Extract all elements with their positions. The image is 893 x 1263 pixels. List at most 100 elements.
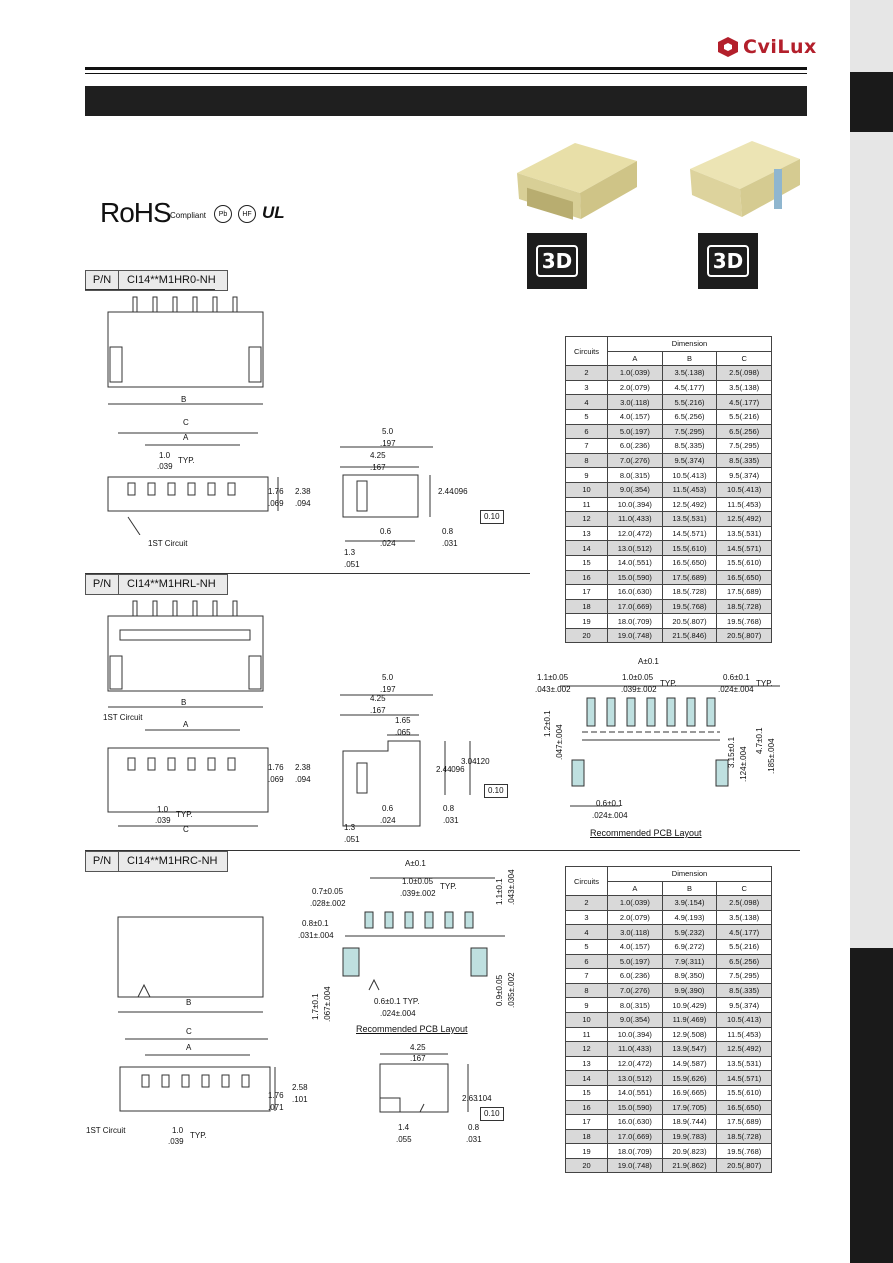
dimension-cell: 17.5(.689) (716, 1114, 772, 1130)
pcb2-d1-in-label: .028±.002 (310, 899, 346, 908)
s3-in-label-2: .051 (344, 835, 360, 844)
circuits-cell: 3 (565, 909, 608, 926)
dimension-cell: 15.5(.610) (716, 554, 772, 571)
pitch-in-label-3: .039 (168, 1137, 184, 1146)
dimension-cell: 3.5(.138) (716, 909, 772, 926)
dimension-cell: 17.0(.669) (607, 1128, 663, 1145)
pcb1-d2-label: 1.0±0.05 (622, 673, 654, 682)
circuits-cell: 6 (565, 423, 608, 440)
side-h-in-label-2: .096 (449, 765, 465, 774)
h2-in-label-2: .094 (295, 775, 311, 784)
h2-in-label-3: .101 (292, 1095, 308, 1104)
dimension-cell: 16.0(.630) (607, 584, 663, 600)
front-view-drawing-1 (107, 432, 279, 535)
dimension-cell: 18.0(.709) (607, 1143, 663, 1159)
dimension-cell: 17.5(.689) (661, 569, 718, 586)
dimension-cell: 11.0(.433) (607, 1041, 663, 1057)
dimension-cell: 9.0(.354) (607, 481, 663, 498)
pcb1-d2-in-label: .039±.002 (621, 685, 657, 694)
side-total-in-label-2: .197 (380, 685, 396, 694)
side-total-label-1: 5.0 (382, 427, 394, 436)
dimension-cell: 8.5(.335) (661, 438, 718, 454)
h2-in-label-1: .094 (295, 499, 311, 508)
side-total-in-label-1: .197 (380, 439, 396, 448)
top-view-drawing-2 (107, 600, 264, 708)
section-tab-top[interactable] (850, 72, 893, 132)
pitch-typ-label-3: TYP. (190, 1131, 207, 1140)
dimension-cell: 8.5(.335) (716, 452, 772, 469)
col-c-header: C (716, 350, 772, 367)
dimension-cell: 12.0(.472) (607, 1055, 663, 1072)
circuits-cell: 12 (565, 511, 608, 527)
dimension-cell: 2.5(.098) (716, 895, 772, 911)
3d-model-icon-1[interactable]: 3D (527, 233, 587, 289)
h1-label-1: 1.76 (268, 487, 284, 496)
circuits-cell: 14 (565, 1070, 608, 1086)
dim-a-label-2: A (183, 720, 189, 729)
dimension-cell: 8.0(.315) (607, 467, 663, 483)
side-body-in-label-2: .167 (370, 706, 386, 715)
circuits-cell: 5 (565, 938, 608, 955)
section-divider-1 (85, 573, 530, 574)
dimension-cell: 20.5(.807) (661, 613, 718, 629)
dimension-cell: 15.0(.590) (607, 569, 663, 586)
side-view-drawing-1 (340, 446, 433, 542)
side-h-in-label-3: .104 (476, 1094, 492, 1103)
dimension-cell: 6.0(.236) (607, 968, 663, 984)
pcb2-a-label: A±0.1 (405, 859, 426, 868)
dimension-cell: 3.5(.138) (716, 379, 772, 396)
dimension-header: Dimension (607, 866, 772, 882)
dimension-cell: 9.5(.374) (716, 997, 772, 1013)
pcb1-v2-in-label: .124±.004 (739, 746, 748, 782)
header-rule-top (85, 67, 807, 70)
3d-model-icon-2[interactable]: 3D (698, 233, 758, 289)
s1-label-3: 1.4 (398, 1123, 410, 1132)
pcb1-typ-label: TYP. (660, 679, 677, 688)
circuits-cell: 12 (565, 1041, 608, 1057)
dimension-cell: 4.0(.157) (607, 408, 663, 425)
dimension-cell: 5.0(.197) (607, 953, 663, 970)
dimension-cell: 14.9(.587) (661, 1055, 718, 1072)
section-tab-bottom[interactable] (850, 948, 893, 1263)
pb-free-icon: Pb (214, 205, 232, 223)
side-h-label-2: 2.44 (436, 765, 452, 774)
front-view-drawing-2 (107, 729, 269, 827)
dimension-cell: 6.5(.256) (661, 408, 718, 425)
pcb2-v3-label: 0.9±0.05 (495, 974, 504, 1006)
dimension-cell: 19.0(.748) (607, 1157, 663, 1174)
col-b-header: B (661, 880, 718, 897)
dimension-cell: 9.5(.374) (716, 467, 772, 483)
dimension-cell: 12.5(.492) (716, 1041, 772, 1057)
s2-label-3: 0.8 (468, 1123, 480, 1132)
circuits-cell: 18 (565, 1128, 608, 1145)
pcb2-v2-in-label: .067±.004 (323, 986, 332, 1022)
pcb1-d4-label: 0.6±0.1 (596, 799, 623, 808)
pcb1-d3-in-label: .024±.004 (718, 685, 754, 694)
dimension-cell: 12.9(.508) (661, 1026, 718, 1043)
h2-label-1: 2.38 (295, 487, 311, 496)
pcb1-v3-label: 4.7±0.1 (755, 727, 764, 754)
circuits-cell: 15 (565, 1084, 608, 1101)
circuits-cell: 16 (565, 569, 608, 586)
pcb1-d1-in-label: .043±.002 (535, 685, 571, 694)
pn-value: CI14**M1HRC-NH (127, 855, 218, 867)
dimension-cell: 4.5(.177) (716, 394, 772, 410)
s1-label-1: 0.6 (380, 527, 392, 536)
side-h2-label-2: 3.04 (461, 757, 477, 766)
dimension-cell: 12.5(.492) (661, 496, 718, 513)
h1-label-2: 1.76 (268, 763, 284, 772)
dimension-cell: 13.0(.512) (607, 540, 663, 556)
side-total-label-2: 5.0 (382, 673, 394, 682)
